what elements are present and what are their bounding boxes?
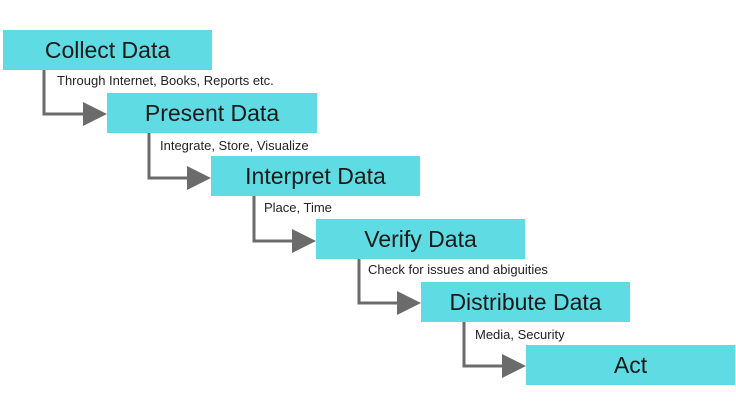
step-box-interpret-data: Interpret Data [211,156,420,196]
step-title: Verify Data [364,225,477,252]
step-title: Distribute Data [449,288,602,315]
connector-arrow-1 [42,70,107,126]
step-title: Act [613,351,648,378]
step-box-act: Act [526,345,735,385]
step-box-distribute-data: Distribute Data [421,282,630,322]
step-title: Present Data [144,99,280,126]
step-note-verify: Check for issues and abiguities [368,262,548,277]
step-note-distribute: Media, Security [475,327,565,342]
step-box-verify-data: Verify Data [316,219,525,259]
step-title: Interpret Data [245,162,386,189]
connector-arrow-2 [147,133,211,190]
step-box-present-data: Present Data [107,93,317,133]
connector-arrow-4 [357,259,421,315]
connector-arrow-5 [462,322,526,378]
connector-arrow-3 [252,196,316,253]
step-note-interpret: Place, Time [264,200,332,215]
step-note-collect: Through Internet, Books, Reports etc. [57,73,274,88]
step-box-collect-data: Collect Data [3,30,212,70]
step-note-present: Integrate, Store, Visualize [160,138,309,153]
step-title: Collect Data [44,36,171,63]
